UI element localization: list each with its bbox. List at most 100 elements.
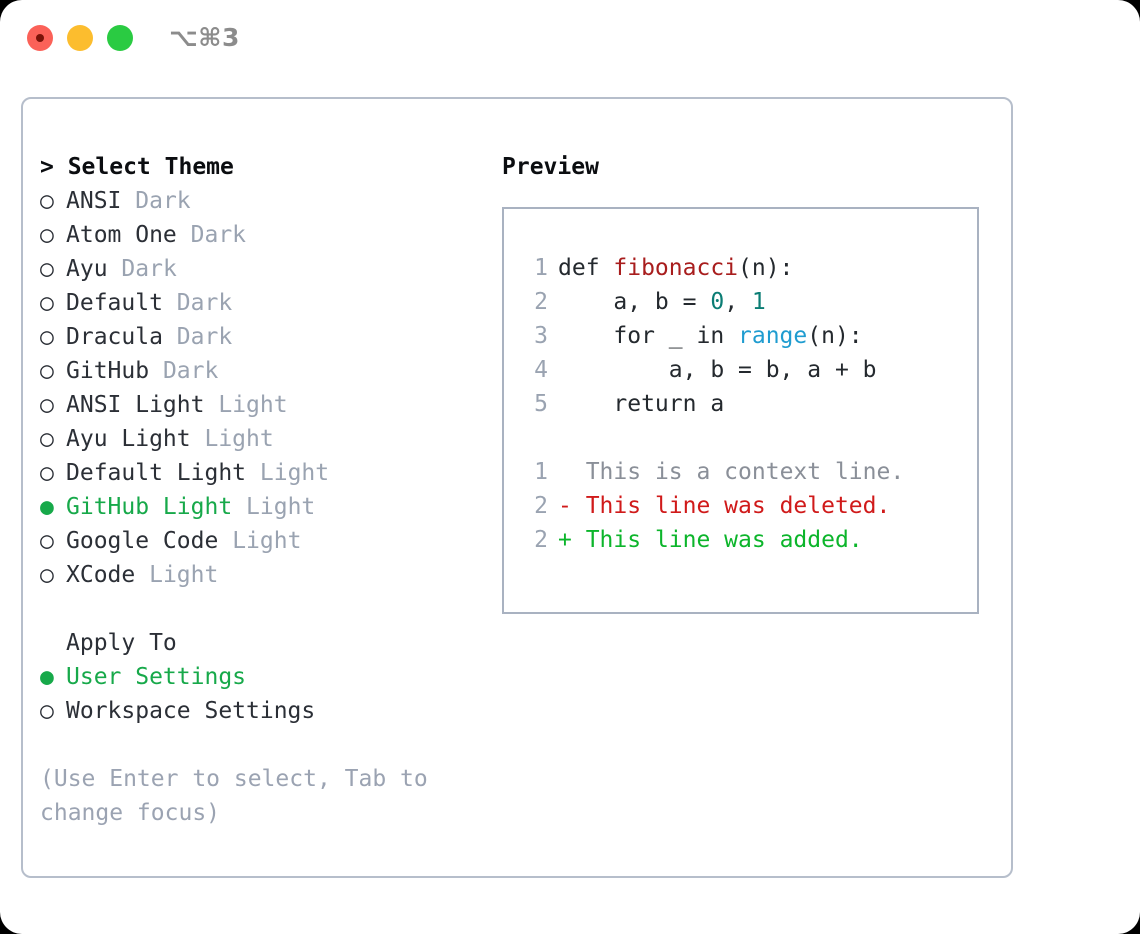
line-number: 1	[534, 459, 548, 485]
theme-name-label: GitHub Light	[66, 494, 233, 520]
theme-kind-badge: Dark	[121, 256, 177, 282]
spacer	[218, 528, 232, 554]
code-token: for _ in	[558, 323, 739, 349]
close-icon[interactable]	[27, 25, 53, 51]
line-number: 1	[534, 255, 548, 281]
radio-unselected-icon: ○	[40, 562, 54, 588]
theme-list-item[interactable]: ○Dracula Dark	[40, 320, 480, 354]
code-token: (n):	[738, 255, 794, 281]
line-number: 2	[534, 289, 548, 315]
preview-heading: Preview	[502, 154, 599, 180]
diff-sign: -	[558, 493, 572, 519]
spacer	[520, 421, 977, 455]
line-number: 5	[534, 391, 548, 417]
theme-list-item[interactable]: ○ XCode Light	[40, 558, 480, 592]
theme-list-item[interactable]: ○ Ayu Light Light	[40, 422, 480, 456]
theme-list-item[interactable]: ○Default Light Light	[40, 456, 480, 490]
spacer	[135, 562, 149, 588]
theme-list-item[interactable]: ○Google Code Light	[40, 524, 480, 558]
line-number: 3	[534, 323, 548, 349]
theme-list-item[interactable]: ○Ayu Dark	[40, 252, 480, 286]
theme-kind-badge: Light	[246, 494, 316, 520]
spacer	[191, 426, 205, 452]
radio-unselected-icon: ○	[40, 392, 54, 418]
diff-line: 2 + This line was added.	[520, 523, 977, 557]
code-token: return a	[558, 391, 725, 417]
theme-kind-badge: Light	[204, 426, 274, 452]
code-token: 0	[710, 289, 725, 315]
theme-kind-badge: Light	[149, 562, 219, 588]
keyboard-hint-text: (Use Enter to select, Tab to change focu…	[40, 766, 442, 826]
theme-name-label: XCode	[66, 562, 136, 588]
keyboard-shortcut-label: ⌥⌘3	[169, 23, 240, 52]
theme-name-label: Default	[66, 290, 163, 316]
theme-kind-badge: Dark	[190, 222, 247, 248]
zoom-icon[interactable]	[107, 25, 133, 51]
spacer	[246, 460, 260, 486]
radio-unselected-icon: ○	[40, 426, 54, 452]
title-bar: ⌥⌘3	[0, 0, 1140, 78]
theme-name-label: ANSI	[66, 188, 122, 214]
diff-line: 2- This line was deleted.	[520, 489, 977, 523]
line-number: 4	[534, 357, 548, 383]
theme-list-item[interactable]: ○ANSI Light Light	[40, 388, 480, 422]
radio-unselected-icon: ○	[40, 460, 54, 486]
spacer	[149, 358, 163, 384]
theme-list[interactable]: ○ANSI Dark○Atom One Dark○Ayu Dark○Defaul…	[40, 184, 480, 592]
theme-name-label: Dracula	[66, 324, 163, 350]
code-token: (n):	[807, 323, 863, 349]
diff-sign: +	[558, 527, 572, 553]
radio-unselected-icon: ○	[40, 528, 54, 554]
spacer	[121, 188, 135, 214]
apply-to-list[interactable]: ●User Settings○Workspace Settings	[40, 660, 480, 728]
code-line: 3 for _ in range(n):	[520, 319, 977, 353]
code-token: ,	[724, 289, 752, 315]
code-token: def	[558, 255, 614, 281]
apply-to-section: Apply To ●User Settings○Workspace Settin…	[40, 626, 480, 728]
radio-selected-icon: ●	[40, 494, 54, 520]
theme-name-label: Ayu Light	[66, 426, 191, 452]
theme-name-label: Default Light	[66, 460, 247, 486]
spacer	[108, 256, 122, 282]
radio-unselected-icon: ○	[40, 698, 54, 724]
diff-sample: 1 This is a context line. 2- This line wa…	[520, 455, 977, 557]
theme-kind-badge: Dark	[162, 358, 219, 384]
code-line: 5 return a	[520, 387, 977, 421]
spacer	[232, 494, 246, 520]
theme-name-label: Atom One	[66, 222, 177, 248]
theme-kind-badge: Dark	[135, 188, 191, 214]
radio-selected-icon: ●	[40, 664, 54, 690]
spacer	[163, 290, 177, 316]
theme-list-item[interactable]: ○GitHub Dark	[40, 354, 480, 388]
spacer	[204, 392, 218, 418]
traffic-light-buttons	[27, 25, 133, 51]
code-token: a, b =	[558, 289, 711, 315]
theme-list-item[interactable]: ● GitHub Light Light	[40, 490, 480, 524]
theme-name-label: Ayu	[66, 256, 108, 282]
theme-name-label: GitHub	[66, 358, 150, 384]
theme-list-item[interactable]: ○Atom One Dark	[40, 218, 480, 252]
apply-to-item[interactable]: ●User Settings	[40, 660, 480, 694]
apply-to-item[interactable]: ○Workspace Settings	[40, 694, 480, 728]
diff-text: This is a context line.	[571, 459, 905, 485]
code-token: range	[738, 323, 808, 349]
minimize-icon[interactable]	[67, 25, 93, 51]
theme-kind-badge: Dark	[176, 290, 233, 316]
spacer	[163, 324, 177, 350]
code-token: 1	[751, 289, 766, 315]
line-number: 2	[534, 527, 548, 553]
code-line: 2 a, b = 0, 1	[520, 285, 977, 319]
diff-text: This line was deleted.	[571, 493, 891, 519]
theme-list-item[interactable]: ○ANSI Dark	[40, 184, 480, 218]
theme-name-label: Google Code	[66, 528, 219, 554]
theme-kind-badge: Dark	[176, 324, 233, 350]
code-line: 4 a, b = b, a + b	[520, 353, 977, 387]
radio-unselected-icon: ○	[40, 290, 54, 316]
theme-list-item[interactable]: ○ Default Dark	[40, 286, 480, 320]
diff-text: This line was added.	[571, 527, 863, 553]
